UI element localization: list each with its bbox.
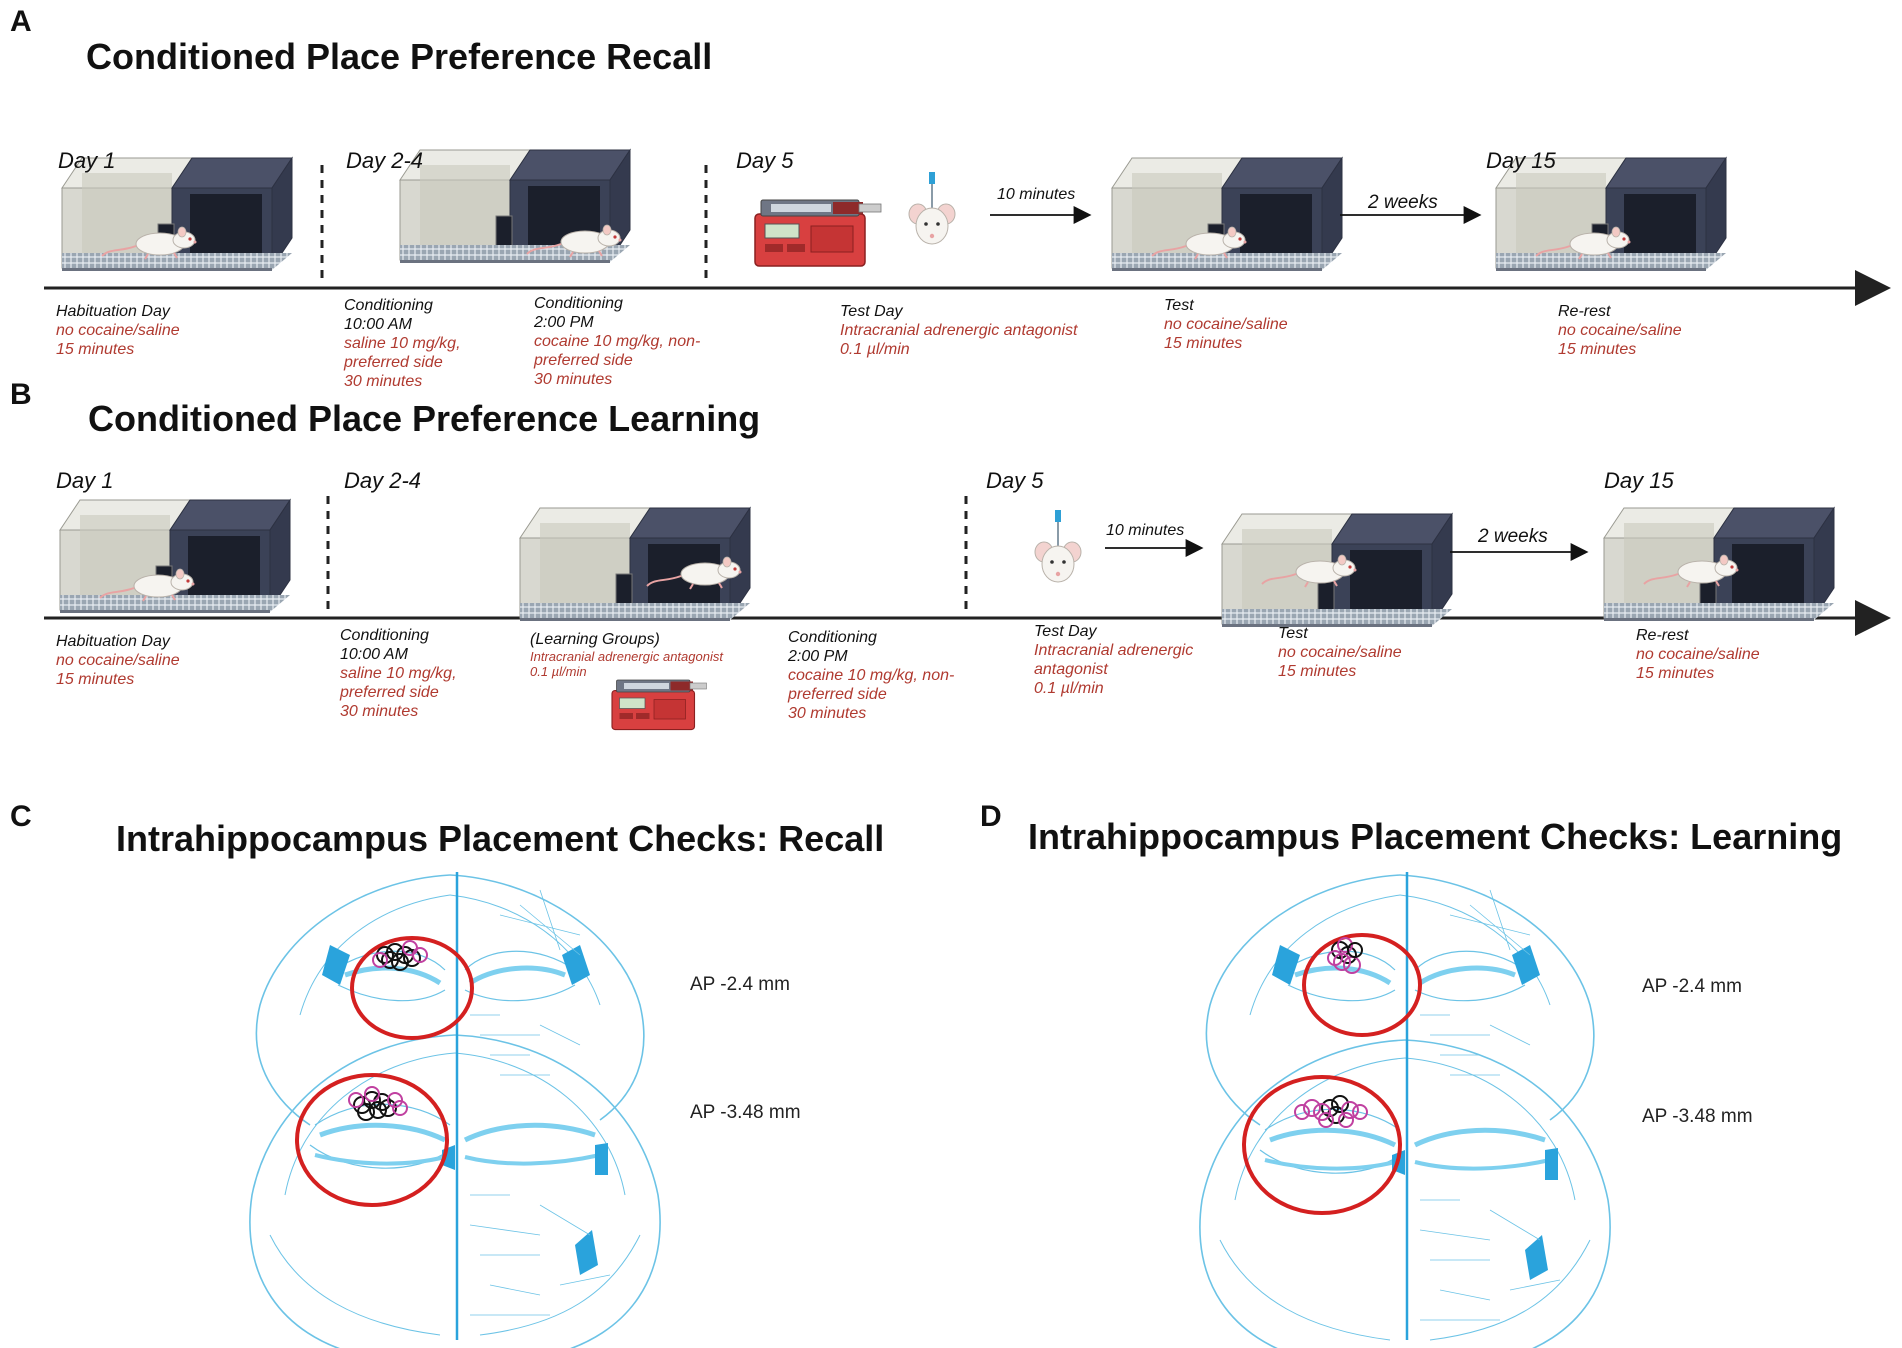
- panel-d-ap-lower: AP -3.48 mm: [1642, 1106, 1753, 1127]
- panel-a-note-test: Test no cocaine/saline 15 minutes: [1164, 297, 1288, 352]
- panel-d-title: Intrahippocampus Placement Checks: Learn…: [1028, 816, 1843, 857]
- panel-b-note-test-day: Test Day Intracranial adrenergic antagon…: [1034, 623, 1194, 697]
- panel-b-letter: B: [10, 378, 32, 411]
- panel-a-day-5: Day 5: [736, 148, 794, 173]
- panel-d-ap-upper: AP -2.4 mm: [1642, 976, 1742, 997]
- panel-b-arrow-2weeks-label: 2 weeks: [1478, 526, 1548, 547]
- target-circle-c-lower: [295, 1073, 449, 1207]
- panel-b-note-habituation: Habituation Day no cocaine/saline 15 min…: [56, 633, 180, 688]
- panel-b-title: Conditioned Place Preference Learning: [88, 398, 761, 439]
- panel-a-note-retest: Re-rest no cocaine/saline 15 minutes: [1558, 303, 1682, 358]
- section-c-lower: [250, 1035, 660, 1348]
- panel-a-note-conditioning-am: Conditioning 10:00 AM saline 10 mg/kg, p…: [344, 297, 461, 390]
- panel-b-note-retest: Re-rest no cocaine/saline 15 minutes: [1636, 627, 1760, 682]
- cage-a-retest: [1495, 157, 1727, 272]
- panel-c-ap-upper: AP -2.4 mm: [690, 974, 790, 995]
- panel-a-letter: A: [10, 5, 32, 38]
- panel-d-letter: D: [980, 800, 1002, 833]
- panel-a-note-conditioning-pm: Conditioning 2:00 PM cocaine 10 mg/kg, n…: [534, 295, 701, 388]
- placements-c-upper: [372, 940, 428, 971]
- mouse-b-day5: [1034, 509, 1082, 583]
- panel-c-letter: C: [10, 800, 32, 833]
- target-circle-d-lower: [1242, 1075, 1402, 1215]
- panel-a-arrow-10min-label: 10 minutes: [997, 186, 1076, 203]
- pump-b-learning: [611, 679, 708, 731]
- section-d-lower: [1200, 1040, 1610, 1348]
- panel-c-graphics: [250, 872, 660, 1348]
- panel-b-arrow-10min-label: 10 minutes: [1106, 522, 1185, 539]
- panel-b-day-5: Day 5: [986, 468, 1044, 493]
- pump-a-day5: [754, 199, 882, 267]
- panel-b-day-1: Day 1: [56, 468, 114, 493]
- panel-c-title: Intrahippocampus Placement Checks: Recal…: [116, 818, 885, 859]
- panel-a-day-1: Day 1: [58, 148, 116, 173]
- panel-b-note-test: Test no cocaine/saline 15 minutes: [1278, 625, 1402, 680]
- section-d-upper: [1206, 875, 1593, 1125]
- panel-a-day-15: Day 15: [1486, 148, 1556, 173]
- panel-b-day-2-4: Day 2-4: [344, 468, 422, 493]
- panel-a-title: Conditioned Place Preference Recall: [86, 36, 713, 77]
- placements-c-lower: [348, 1086, 408, 1121]
- placements-d-upper: [1327, 937, 1363, 974]
- panel-a-arrow-2weeks-label: 2 weeks: [1368, 192, 1438, 213]
- cage-a-test: [1111, 157, 1343, 272]
- target-circle-c-upper: [350, 936, 474, 1040]
- cage-b-day1: [59, 499, 291, 614]
- panel-c-ap-lower: AP -3.48 mm: [690, 1102, 801, 1123]
- panel-a-note-habituation: Habituation Day no cocaine/saline 15 min…: [56, 303, 180, 358]
- panel-b-graphics: [44, 496, 1891, 731]
- mouse-a-day5: [908, 171, 956, 245]
- panel-b-day-15: Day 15: [1604, 468, 1674, 493]
- panel-a-graphics: [44, 149, 1891, 306]
- panel-a-note-test-day: Test Day Intracranial adrenergic antagon…: [840, 303, 1078, 358]
- panel-d-graphics: [1200, 872, 1610, 1348]
- placements-d-lower: [1294, 1095, 1368, 1128]
- panel-b-note-conditioning-am: Conditioning 10:00 AM saline 10 mg/kg, p…: [340, 627, 457, 720]
- cage-a-day1: [61, 157, 293, 272]
- panel-b-note-learning-groups: (Learning Groups) Intracranial adrenergi…: [530, 631, 723, 679]
- target-circle-d-upper: [1302, 933, 1422, 1037]
- panel-a-day-2-4: Day 2-4: [346, 148, 424, 173]
- panel-b-note-conditioning-pm: Conditioning 2:00 PM cocaine 10 mg/kg, n…: [788, 629, 955, 722]
